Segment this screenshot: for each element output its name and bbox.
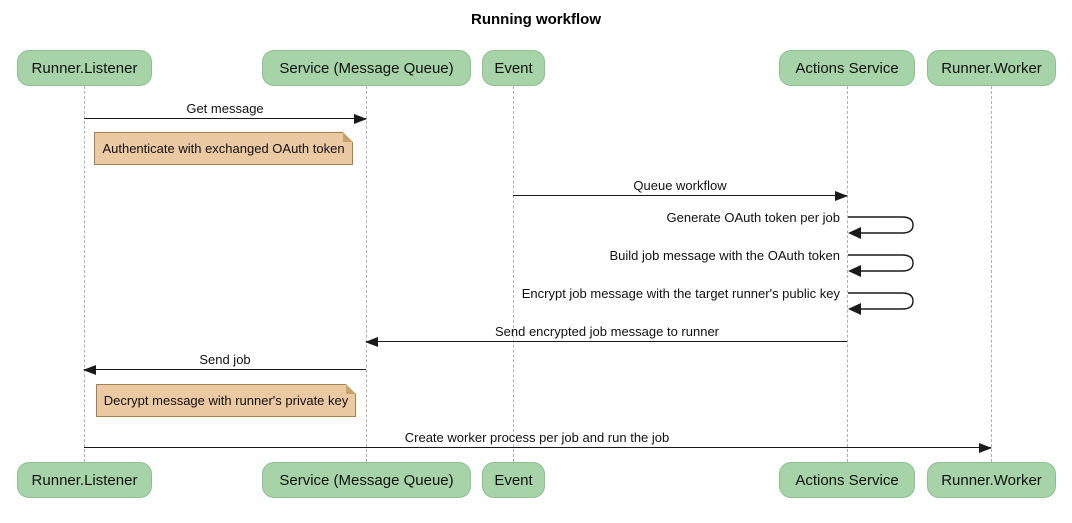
arrowhead-left-icon [83, 365, 96, 375]
message-label-encrypt-job-message: Encrypt job message with the target runn… [521, 286, 840, 301]
actor-top-service-message-queue: Service (Message Queue) [262, 50, 471, 86]
message-label-create-worker: Create worker process per job and run th… [404, 430, 670, 445]
actor-top-runner-worker: Runner.Worker [927, 50, 1056, 86]
message-label-send-job: Send job [199, 352, 251, 367]
lifeline-runner-worker [991, 86, 992, 462]
note-authenticate: Authenticate with exchanged OAuth token [94, 132, 353, 165]
message-label-build-job-message: Build job message with the OAuth token [609, 248, 840, 263]
actor-bottom-runner-listener: Runner.Listener [17, 462, 152, 498]
lifeline-event [513, 86, 514, 462]
actor-bottom-runner-worker: Runner.Worker [927, 462, 1056, 498]
arrowhead-right-icon [354, 114, 367, 124]
lifeline-runner-listener [84, 86, 85, 462]
actor-bottom-event: Event [482, 462, 545, 498]
message-label-generate-oauth: Generate OAuth token per job [666, 210, 840, 225]
actor-bottom-actions-service: Actions Service [779, 462, 915, 498]
note-text: Authenticate with exchanged OAuth token [102, 141, 345, 156]
message-arrow-send-encrypted [365, 337, 847, 347]
self-loop-arrow [848, 292, 914, 315]
message-label-queue-workflow: Queue workflow [633, 178, 727, 193]
message-arrow-send-job [83, 365, 366, 375]
message-arrow-create-worker [84, 443, 992, 453]
actor-bottom-service-message-queue: Service (Message Queue) [262, 462, 471, 498]
note-fold-icon [346, 384, 356, 394]
actor-top-event: Event [482, 50, 545, 86]
actor-top-actions-service: Actions Service [779, 50, 915, 86]
self-loop-arrow [848, 254, 914, 277]
actor-top-runner-listener: Runner.Listener [17, 50, 152, 86]
message-label-send-encrypted: Send encrypted job message to runner [494, 324, 720, 339]
lifeline-actions-service [847, 86, 848, 462]
arrowhead-left-icon [365, 337, 378, 347]
lifeline-service-message-queue [366, 86, 367, 462]
message-arrow-queue-workflow [513, 191, 848, 201]
message-arrow-get-message [84, 114, 367, 124]
message-label-get-message: Get message [186, 101, 264, 116]
arrowhead-right-icon [979, 443, 992, 453]
arrowhead-right-icon [835, 191, 848, 201]
self-loop-arrow [848, 216, 914, 239]
diagram-title: Running workflow [471, 11, 601, 28]
note-text: Decrypt message with runner's private ke… [103, 393, 349, 408]
note-decrypt: Decrypt message with runner's private ke… [96, 384, 356, 417]
note-fold-icon [343, 132, 353, 142]
